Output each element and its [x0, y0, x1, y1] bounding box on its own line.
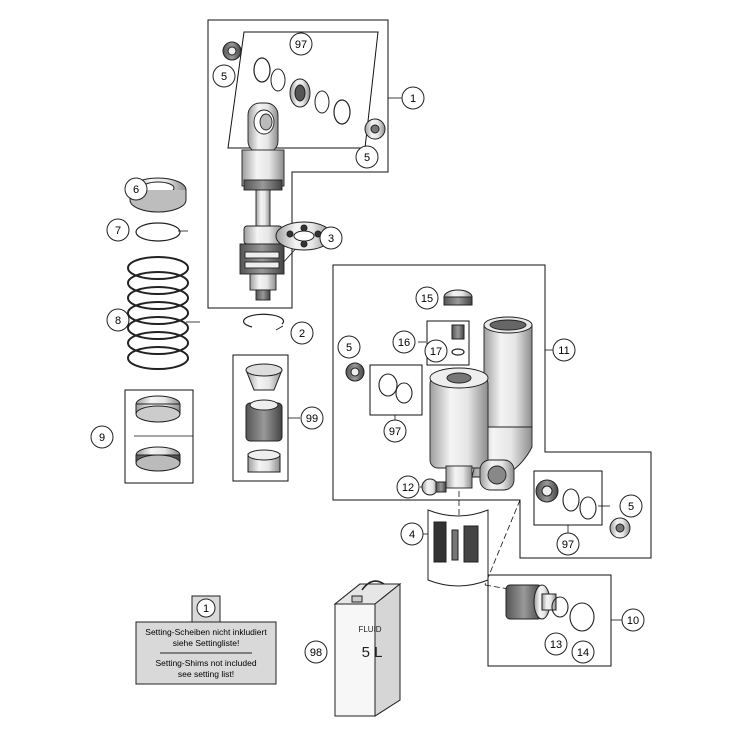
- callout-97-mid: 97: [389, 426, 401, 438]
- callout-5-lower: 5: [628, 501, 634, 513]
- bushing-5-upper-right: [364, 118, 386, 140]
- circlip-7: [135, 222, 181, 242]
- callout-9: 9: [99, 432, 105, 444]
- callout-5-upper-right: 5: [364, 152, 370, 164]
- callout-bubbles: [90, 32, 645, 664]
- callout-10: 10: [627, 615, 639, 627]
- group-frame-10: [487, 574, 612, 667]
- group-frame-11: [332, 264, 652, 559]
- note-ref-callout: [196, 598, 216, 618]
- callout-4: 4: [409, 529, 415, 541]
- callout-15: 15: [421, 293, 433, 305]
- callout-2: 2: [299, 328, 305, 340]
- bushing-5-lower-right: [609, 517, 631, 539]
- callout-6: 6: [133, 184, 139, 196]
- note-line-4: see setting list!: [178, 669, 234, 679]
- note-line-2: siehe Settingliste!: [173, 638, 240, 648]
- coil-spring-8: [127, 256, 189, 370]
- screw-12: [421, 478, 447, 496]
- bumper-99-stack: [245, 363, 283, 473]
- canister-label-volume: 5 L: [362, 644, 383, 661]
- valve-16-17: [451, 324, 465, 356]
- note-line-3: Setting-Shims not included: [155, 658, 256, 668]
- shock-upper-eye: [241, 102, 285, 191]
- note-line-1: Setting-Scheiben nicht inkludiert: [145, 627, 267, 637]
- bushing-5-mid: [345, 362, 365, 382]
- washers-97-mid: [378, 373, 413, 404]
- callout-3: 3: [328, 233, 334, 245]
- callout-5-mid: 5: [346, 342, 352, 354]
- callout-17: 17: [430, 346, 442, 358]
- shock-piston-rod: [239, 189, 285, 301]
- callout-16: 16: [398, 337, 410, 349]
- callout-8: 8: [115, 315, 121, 327]
- preload-nuts-9: [135, 395, 181, 472]
- group-frame-1: [207, 19, 389, 309]
- setting-note: [135, 595, 277, 685]
- group-frame-9: [124, 389, 194, 484]
- callout-98: 98: [310, 647, 322, 659]
- callout-1: 1: [410, 93, 416, 105]
- cap-15: [443, 289, 473, 306]
- reservoir-body-11: [429, 316, 533, 491]
- callout-13: 13: [550, 639, 562, 651]
- sticker-4: [427, 509, 489, 587]
- callout-5-upper-left: 5: [221, 71, 227, 83]
- group-frame-97b: [369, 364, 423, 416]
- bushing-5-upper-left: [222, 41, 242, 61]
- callout-numbers: 1 3 2 4 5 5 5 5 6 7 8 9 10 11 12 13 14 1…: [99, 39, 639, 659]
- circlip-2: [242, 313, 285, 328]
- callout-99: 99: [306, 413, 318, 425]
- callout-14: 14: [577, 647, 589, 659]
- callout-11: 11: [558, 345, 569, 357]
- fluid-canister-98: [333, 580, 402, 717]
- compression-adjuster-10: [505, 584, 595, 632]
- callout-12: 12: [402, 482, 414, 494]
- callout-97-lower: 97: [562, 539, 574, 551]
- callout-97-upper: 97: [295, 39, 307, 51]
- bushing-and-washers-97-lower: [535, 479, 597, 520]
- canister-label-fluid: FLUID: [358, 625, 381, 634]
- group-frame-16: [426, 320, 470, 366]
- note-ref-number: 1: [203, 603, 209, 615]
- washers-97-upper: [253, 57, 351, 125]
- callout-7: 7: [115, 225, 121, 237]
